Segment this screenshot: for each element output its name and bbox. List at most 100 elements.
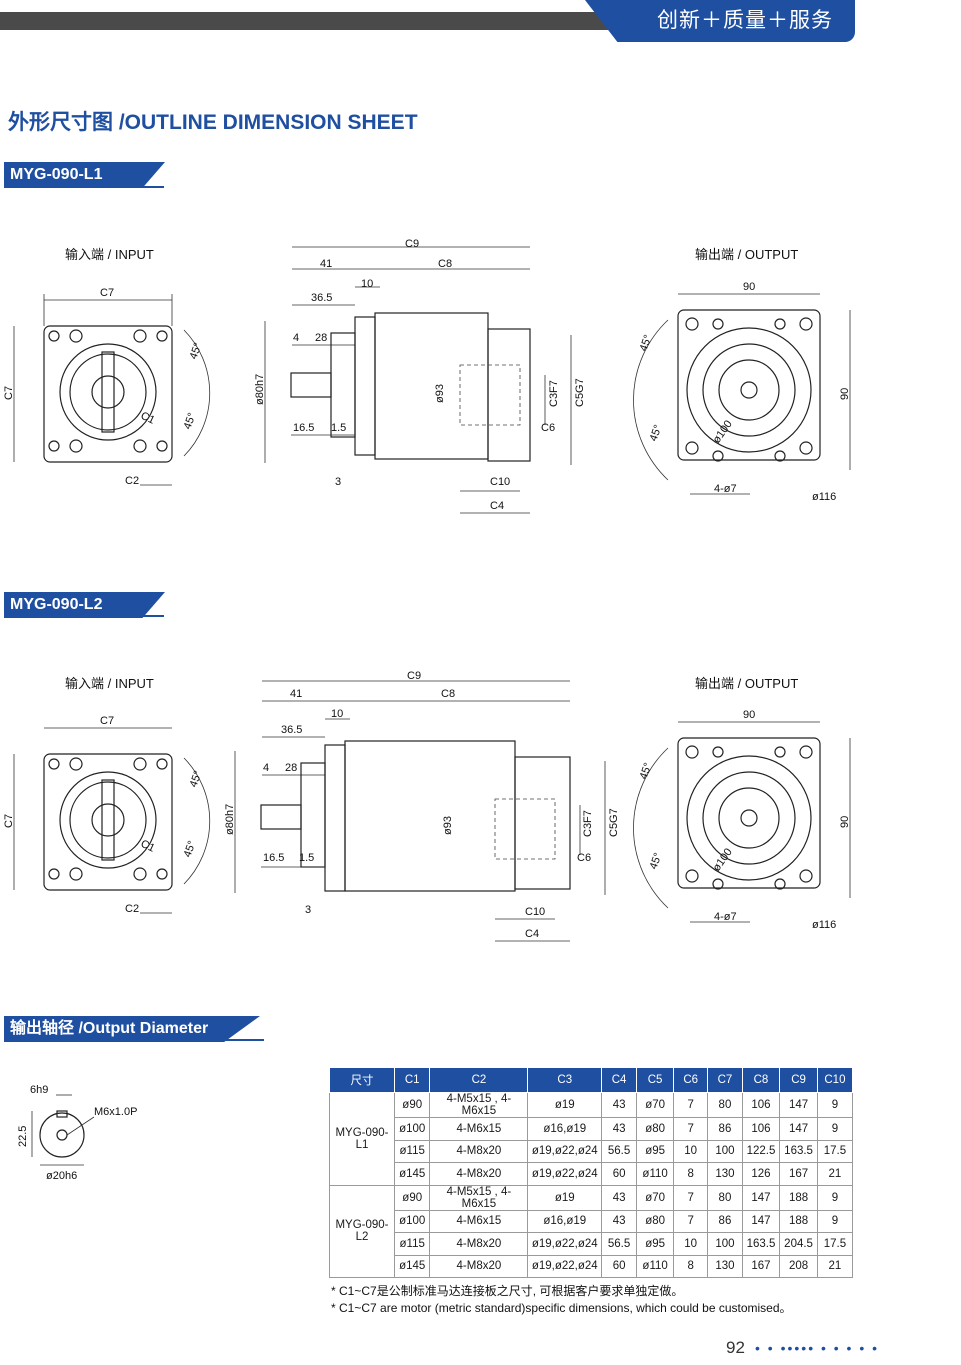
table-cell: 9 <box>816 1117 854 1141</box>
table-cell: ø19 <box>527 1184 603 1211</box>
table-cell: 167 <box>779 1162 818 1186</box>
table-cell: 43 <box>601 1117 638 1141</box>
table-cell: 60 <box>601 1162 638 1186</box>
table-cell: 163.5 <box>779 1139 818 1163</box>
table-cell: ø70 <box>636 1092 675 1118</box>
table-cell: 130 <box>707 1254 743 1278</box>
output-view-l1: 90 90 45° 45° ø100 4-ø7 ø116 <box>633 281 851 503</box>
table-cell: ø90 <box>393 1092 431 1118</box>
table-cell: 7 <box>673 1184 709 1211</box>
table-header: C10 <box>816 1067 854 1093</box>
page-number: 92 <box>726 1338 745 1357</box>
output-view-l2: 90 90 45° 45° ø100 4-ø7 ø116 <box>633 709 851 931</box>
table-cell: 100 <box>707 1139 743 1163</box>
table-header: C5 <box>636 1067 675 1093</box>
output-label-l1: 输出端 / OUTPUT <box>695 247 799 262</box>
dim-45-b: 45° <box>182 839 199 859</box>
dimension-table: 尺寸 C1 C2 C3 C4 C5 C6 C7 C8 C9 C10 MYG-09… <box>329 1067 854 1278</box>
dim-1-5: 1.5 <box>331 422 346 434</box>
table-cell: ø145 <box>393 1162 431 1186</box>
table-cell: ø95 <box>636 1139 675 1163</box>
shaft-dia: ø20h6 <box>46 1170 77 1182</box>
table-header: C1 <box>393 1067 431 1093</box>
table-cell: 56.5 <box>601 1232 638 1256</box>
table-header: C4 <box>601 1067 638 1093</box>
dim-3: 3 <box>305 904 311 916</box>
dim-10: 10 <box>331 708 343 720</box>
table-cell: 10 <box>673 1232 709 1256</box>
table-cell: 4-M8x20 <box>429 1139 529 1163</box>
table-cell: ø115 <box>393 1139 431 1163</box>
dim-80: ø80h7 <box>224 804 236 835</box>
model-tag-l1: MYG-090-L1 <box>4 162 165 188</box>
dim-41: 41 <box>320 258 332 270</box>
table-cell: 4-M8x20 <box>429 1232 529 1256</box>
header-tab <box>585 0 855 42</box>
dim-c9: C9 <box>407 670 421 682</box>
table-cell: 4-M5x15 , 4-M6x15 <box>429 1092 529 1118</box>
input-view-l1: C7 C7 45° 45° C1 C2 <box>3 287 211 487</box>
dim-c8: C8 <box>441 688 455 700</box>
table-header: C6 <box>673 1067 709 1093</box>
table-cell: 4-M6x15 <box>429 1117 529 1141</box>
table-cell: 8 <box>673 1254 709 1278</box>
note-cn: * C1~C7是公制标准马达连接板之尺寸, 可根据客户要求单独定做。 <box>331 1284 684 1298</box>
dim-c9: C9 <box>405 238 419 250</box>
table-cell: 147 <box>779 1092 818 1118</box>
table-header-row: 尺寸 C1 C2 C3 C4 C5 C6 C7 C8 C9 C10 <box>329 1067 854 1093</box>
dim-28: 28 <box>285 762 297 774</box>
shaft-key: 6h9 <box>30 1084 48 1096</box>
table-cell: ø115 <box>393 1232 431 1256</box>
table-cell: 60 <box>601 1254 638 1278</box>
dim-41: 41 <box>290 688 302 700</box>
dim-4: 4 <box>263 762 269 774</box>
side-view-l2: C9 41 C8 10 36.5 4 28 ø80h7 ø93 C3F7 C5G… <box>224 670 620 942</box>
table-cell: 7 <box>673 1117 709 1141</box>
table-cell: 21 <box>816 1162 854 1186</box>
dim-c6: C6 <box>577 852 591 864</box>
table-cell: 43 <box>601 1209 638 1233</box>
table-cell: ø70 <box>636 1184 675 1211</box>
table-cell: 106 <box>741 1092 781 1118</box>
table-cell: 100 <box>707 1232 743 1256</box>
table-cell: ø95 <box>636 1232 675 1256</box>
table-cell: ø145 <box>393 1254 431 1278</box>
table-cell: 9 <box>816 1209 854 1233</box>
table-cell: ø19,ø22,ø24 <box>527 1232 603 1256</box>
table-cell: 188 <box>779 1184 818 1211</box>
dim-90-top: 90 <box>743 281 755 293</box>
table-cell: 4-M6x15 <box>429 1209 529 1233</box>
dim-1-5: 1.5 <box>299 852 314 864</box>
table-cell: 17.5 <box>816 1232 854 1256</box>
table-cell: 7 <box>673 1092 709 1118</box>
table-cell: ø80 <box>636 1209 675 1233</box>
dim-45-d: 45° <box>648 851 665 871</box>
dim-c7-side: C7 <box>3 386 15 400</box>
dim-16-5: 16.5 <box>263 852 284 864</box>
input-view-l2: C7 C7 45° 45° C1 C2 <box>3 715 211 915</box>
table-cell: 106 <box>741 1117 781 1141</box>
dim-c8: C8 <box>438 258 452 270</box>
footer-dots: • • ••••• • • • • • <box>755 1340 880 1356</box>
dim-c5: C5G7 <box>608 808 620 837</box>
dim-90-side: 90 <box>839 388 851 400</box>
dim-93: ø93 <box>434 384 446 403</box>
table-cell: 4-M8x20 <box>429 1254 529 1278</box>
table-cell: ø19,ø22,ø24 <box>527 1162 603 1186</box>
table-cell: 21 <box>816 1254 854 1278</box>
dim-7: 4-ø7 <box>714 483 737 495</box>
table-cell: ø19 <box>527 1092 603 1118</box>
table-cell: 56.5 <box>601 1139 638 1163</box>
table-cell: 122.5 <box>741 1139 781 1163</box>
table-cell: 80 <box>707 1184 743 1211</box>
table-cell: 4-M5x15 , 4-M6x15 <box>429 1184 529 1211</box>
table-cell: 43 <box>601 1092 638 1118</box>
dim-45-c: 45° <box>638 761 655 781</box>
